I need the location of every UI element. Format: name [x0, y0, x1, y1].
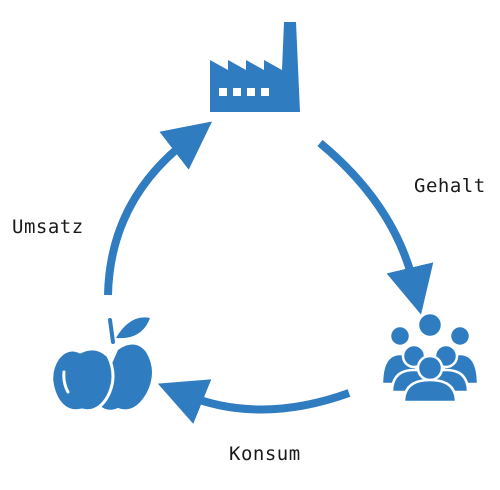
arrow-factory-to-people: [317, 139, 434, 315]
edge-label-konsum: Konsum: [229, 443, 301, 465]
arrow-people-to-apple: [157, 379, 351, 424]
factory-icon: [210, 22, 300, 112]
apple-icon: [50, 317, 152, 413]
arrow-apple-to-factory: [104, 121, 213, 296]
edge-label-umsatz: Umsatz: [12, 216, 84, 238]
edge-label-gehalt: Gehalt: [414, 175, 486, 197]
people-group-icon: [380, 311, 480, 404]
